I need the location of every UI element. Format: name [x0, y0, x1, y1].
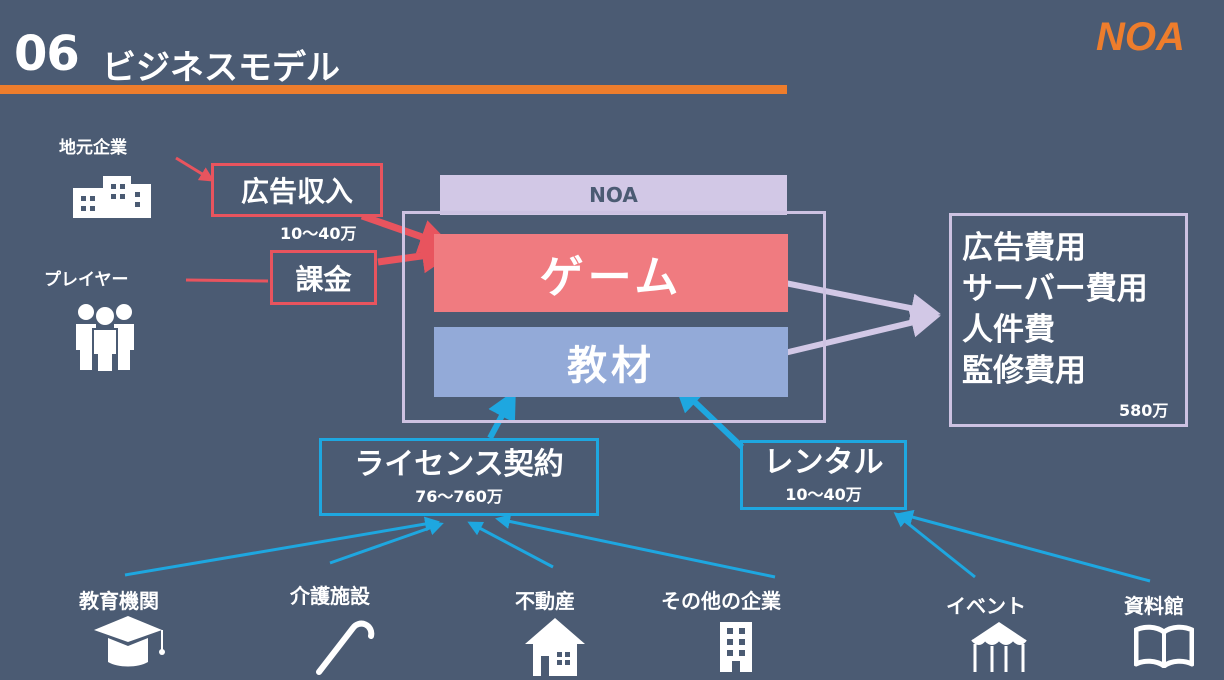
- event-label: イベント: [946, 594, 1026, 618]
- arrow-local-to-ad: [175, 156, 215, 182]
- local-business-label: 地元企業: [59, 138, 127, 158]
- office-building-icon: [720, 622, 752, 672]
- building-icon: [73, 176, 151, 218]
- license-label: ライセンス契約: [354, 446, 564, 482]
- tent-icon: [971, 622, 1027, 672]
- care-label: 介護施設: [290, 584, 370, 608]
- section-number: 06: [14, 26, 80, 82]
- rental-box: レンタル 10～40万: [740, 440, 907, 510]
- book-icon: [1134, 624, 1194, 668]
- graduation-cap-icon: [94, 616, 165, 667]
- license-amount: 76～760万: [415, 486, 503, 506]
- cane-icon: [316, 620, 375, 675]
- noa-frame: [402, 211, 826, 423]
- license-box: ライセンス契約 76～760万: [319, 438, 599, 516]
- house-icon: [525, 618, 585, 676]
- page-title: ビジネスモデル: [102, 48, 340, 88]
- rental-amount: 10～40万: [785, 484, 862, 504]
- cost-item: 人件費: [962, 312, 1055, 348]
- arrow-game-to-costs: [769, 277, 941, 324]
- arrow-education-to-license: [124, 516, 440, 577]
- rental-label: レンタル: [763, 444, 884, 480]
- arrow-care-to-license: [329, 520, 444, 565]
- arrow-player-to-billing: [185, 278, 269, 283]
- real-estate-label: 不動産: [515, 589, 575, 613]
- billing-box: 課金: [270, 250, 377, 305]
- arrow-material-to-costs: [775, 307, 941, 358]
- cost-item: 監修費用: [962, 353, 1086, 389]
- cost-box: [949, 213, 1188, 427]
- cost-item: 広告費用: [962, 230, 1086, 266]
- noa-logo: NOA: [1096, 15, 1185, 56]
- other-companies-label: その他の企業: [661, 589, 781, 613]
- noa-tab: NOA: [440, 175, 787, 215]
- material-block: 教材: [434, 327, 788, 397]
- arrow-other-to-license: [495, 514, 776, 579]
- education-label: 教育機関: [79, 589, 159, 613]
- library-label: 資料館: [1124, 594, 1184, 618]
- arrow-event-to-rental: [893, 512, 976, 579]
- arrow-library-to-rental: [898, 509, 1151, 583]
- ad-revenue-amount: 10～40万: [280, 224, 357, 243]
- people-icon: [76, 304, 134, 372]
- arrow-license-to-material: [487, 389, 516, 440]
- player-label: プレイヤー: [44, 270, 129, 290]
- logo-text: NOA: [1096, 15, 1185, 56]
- title-underline: [0, 85, 787, 94]
- game-block: ゲーム: [434, 234, 788, 312]
- cost-item: サーバー費用: [962, 271, 1148, 307]
- ad-revenue-box: 広告収入: [211, 163, 383, 217]
- arrow-realestate-to-license: [467, 521, 554, 569]
- cost-total: 580万: [1119, 401, 1169, 420]
